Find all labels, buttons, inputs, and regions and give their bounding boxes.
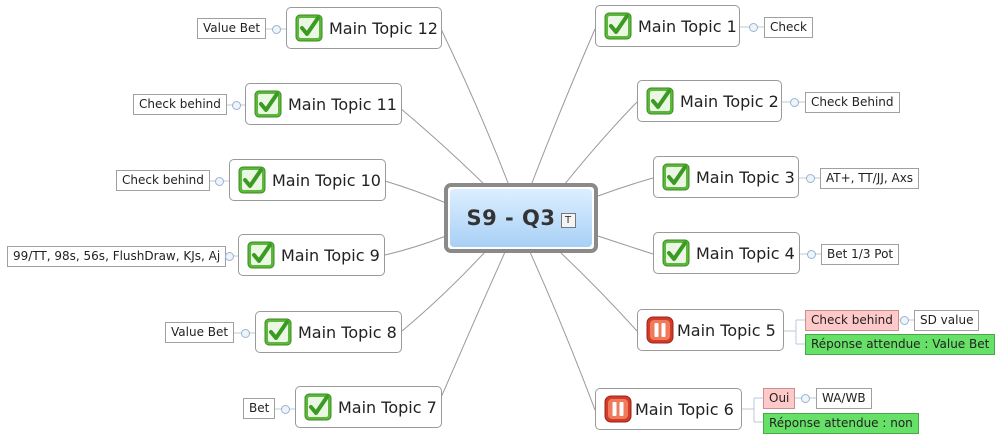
subtopic-hand-range[interactable]: AT+, TT/JJ, Axs <box>820 168 920 189</box>
topic-label: Main Topic 1 <box>638 16 737 36</box>
topic-7[interactable]: Main Topic 7 <box>295 386 442 428</box>
topic-4[interactable]: Main Topic 4 <box>653 232 800 274</box>
collapse-knob[interactable] <box>272 25 281 34</box>
collapse-knob[interactable] <box>215 177 224 186</box>
subtopic-hand-range[interactable]: 99/TT, 98s, 56s, FlushDraw, KJs, Aj <box>7 246 227 267</box>
subtopic-check-behind[interactable]: Check Behind <box>805 92 900 113</box>
collapse-knob[interactable] <box>225 252 234 261</box>
collapse-knob[interactable] <box>749 23 758 32</box>
topic-label: Main Topic 9 <box>281 245 380 265</box>
subtopic-check-behind[interactable]: Check behind <box>116 170 210 191</box>
check-icon <box>247 241 275 269</box>
collapse-knob[interactable] <box>900 316 909 325</box>
topic-3[interactable]: Main Topic 3 <box>653 156 799 198</box>
collapse-knob[interactable] <box>232 101 241 110</box>
central-topic[interactable]: S9 - Q3 T <box>444 183 598 253</box>
subtopic-check-behind[interactable]: Check behind <box>133 94 227 115</box>
collapse-knob[interactable] <box>806 174 815 183</box>
check-icon <box>238 166 266 194</box>
check-icon <box>254 90 282 118</box>
subtopic-check-behind[interactable]: Check behind <box>805 310 899 331</box>
topic-5[interactable]: Main Topic 5 <box>637 309 784 351</box>
check-icon <box>662 239 690 267</box>
check-icon <box>604 12 632 40</box>
collapse-knob[interactable] <box>281 405 290 414</box>
topic-8[interactable]: Main Topic 8 <box>255 311 402 353</box>
topic-label: Main Topic 12 <box>329 18 438 38</box>
pause-icon <box>646 316 674 344</box>
topic-label: Main Topic 7 <box>338 397 437 417</box>
topic-label: Main Topic 2 <box>680 91 779 111</box>
subtopic-check[interactable]: Check <box>764 17 813 38</box>
topic-label: Main Topic 10 <box>272 170 381 190</box>
topic-label: Main Topic 6 <box>635 399 734 419</box>
subtopic-value-bet[interactable]: Value Bet <box>197 18 267 39</box>
topic-2[interactable]: Main Topic 2 <box>637 80 782 122</box>
collapse-knob[interactable] <box>790 98 799 107</box>
topic-12[interactable]: Main Topic 12 <box>286 7 442 49</box>
central-topic-title: S9 - Q3 <box>466 206 556 230</box>
topic-label: Main Topic 5 <box>677 320 776 340</box>
collapse-knob[interactable] <box>801 394 810 403</box>
check-icon <box>295 14 323 42</box>
topic-10[interactable]: Main Topic 10 <box>229 159 386 201</box>
collapse-knob[interactable] <box>807 250 816 259</box>
subtopic-bet[interactable]: Bet <box>243 398 276 419</box>
topic-6[interactable]: Main Topic 6 <box>595 388 742 430</box>
topic-label: Main Topic 11 <box>288 94 397 114</box>
topic-label: Main Topic 8 <box>298 322 397 342</box>
check-icon <box>304 393 332 421</box>
topic-label: Main Topic 3 <box>696 167 795 187</box>
topic-label: Main Topic 4 <box>696 243 795 263</box>
subtopic-expected-answer[interactable]: Réponse attendue : Value Bet <box>805 334 996 355</box>
subtopic-value-bet[interactable]: Value Bet <box>165 322 235 343</box>
topic-9[interactable]: Main Topic 9 <box>238 234 385 276</box>
subtopic-sd-value[interactable]: SD value <box>914 310 980 331</box>
topic-1[interactable]: Main Topic 1 <box>595 5 740 47</box>
check-icon <box>646 87 674 115</box>
subtopic-bet-size[interactable]: Bet 1/3 Pot <box>821 244 900 265</box>
text-note-icon[interactable]: T <box>560 212 576 228</box>
subtopic-expected-answer[interactable]: Réponse attendue : non <box>763 413 919 434</box>
check-icon <box>264 318 292 346</box>
topic-11[interactable]: Main Topic 11 <box>245 83 402 125</box>
subtopic-oui[interactable]: Oui <box>763 388 796 409</box>
collapse-knob[interactable] <box>241 329 250 338</box>
subtopic-wa-wb[interactable]: WA/WB <box>816 388 872 409</box>
pause-icon <box>604 395 632 423</box>
check-icon <box>662 163 690 191</box>
